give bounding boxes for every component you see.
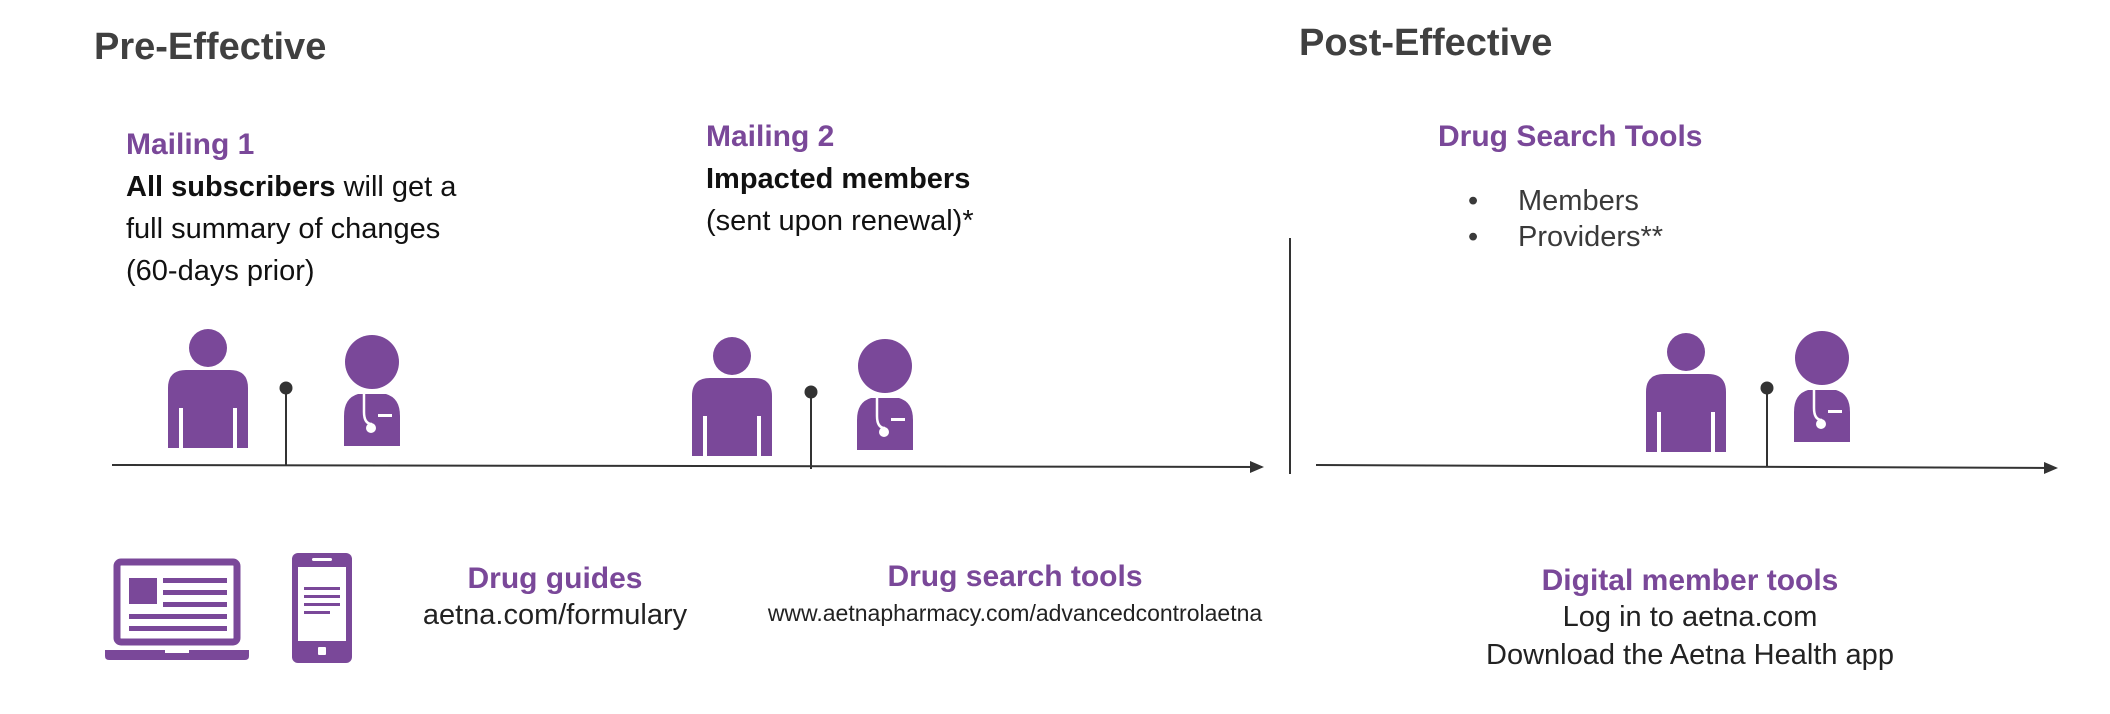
bullet-glyph: •	[1468, 185, 1479, 217]
mailing1-bold-lead: All subscribers	[126, 171, 336, 203]
mailing1-line1-rest: will get a	[335, 171, 457, 203]
mailing2-description: Impacted members (sent upon renewal)*	[706, 158, 974, 242]
mailing2-line2: (sent upon renewal)*	[706, 205, 974, 237]
post-effective-axis	[1315, 461, 2058, 474]
bullet-glyph: •	[1468, 221, 1479, 253]
drug-guides-title: Drug guides	[467, 562, 643, 595]
person-icon	[1646, 333, 1726, 452]
digital-tools-line2: Download the Aetna Health app	[1486, 639, 1894, 671]
drug-guides-block: Drug guides aetna.com/formulary	[390, 562, 720, 634]
drug-search-tools-list: • Members • Providers**	[1468, 183, 1663, 255]
list-item: • Members	[1468, 183, 1663, 219]
smartphone-icon	[292, 553, 352, 663]
digital-tools-line1: Log in to aetna.com	[1562, 601, 1818, 633]
mailing1-line1: All subscribers will get a	[126, 166, 456, 208]
pre-effective-axis	[111, 460, 1264, 473]
post-effective-heading: Post-Effective	[1299, 22, 1553, 64]
mailing1-line2: full summary of changes	[126, 213, 441, 245]
mailing1-label: Mailing 1	[126, 128, 255, 161]
drug-search-tools-label: Drug Search Tools	[1438, 120, 1703, 153]
list-item-members: Members	[1518, 185, 1639, 217]
pre-effective-heading: Pre-Effective	[94, 26, 327, 68]
pin-mailing2	[804, 385, 818, 469]
person-icon	[692, 337, 772, 456]
drug-search-block: Drug search tools www.aetnapharmacy.com/…	[740, 560, 1290, 632]
mailing2-line1: Impacted members	[706, 163, 971, 195]
laptop-icon	[105, 558, 249, 660]
doctor-icon	[855, 337, 915, 452]
mailing2-label: Mailing 2	[706, 120, 835, 153]
mailing1-description: All subscribers will get a full summary …	[126, 166, 456, 292]
drug-search-title: Drug search tools	[887, 560, 1143, 593]
list-item: • Providers**	[1468, 219, 1663, 255]
drug-guides-url[interactable]: aetna.com/formulary	[422, 599, 688, 631]
doctor-icon	[342, 333, 402, 448]
drug-search-url[interactable]: www.aetnapharmacy.com/advancedcontrolaet…	[767, 600, 1263, 626]
pin-mailing1	[279, 381, 293, 466]
person-icon	[168, 329, 248, 448]
mailing1-line3: (60-days prior)	[126, 255, 315, 287]
digital-tools-title: Digital member tools	[1541, 564, 1839, 597]
pin-post-effective	[1760, 381, 1774, 466]
list-item-providers: Providers**	[1518, 221, 1664, 253]
doctor-icon	[1792, 329, 1852, 444]
digital-tools-block: Digital member tools Log in to aetna.com…	[1440, 564, 1940, 674]
